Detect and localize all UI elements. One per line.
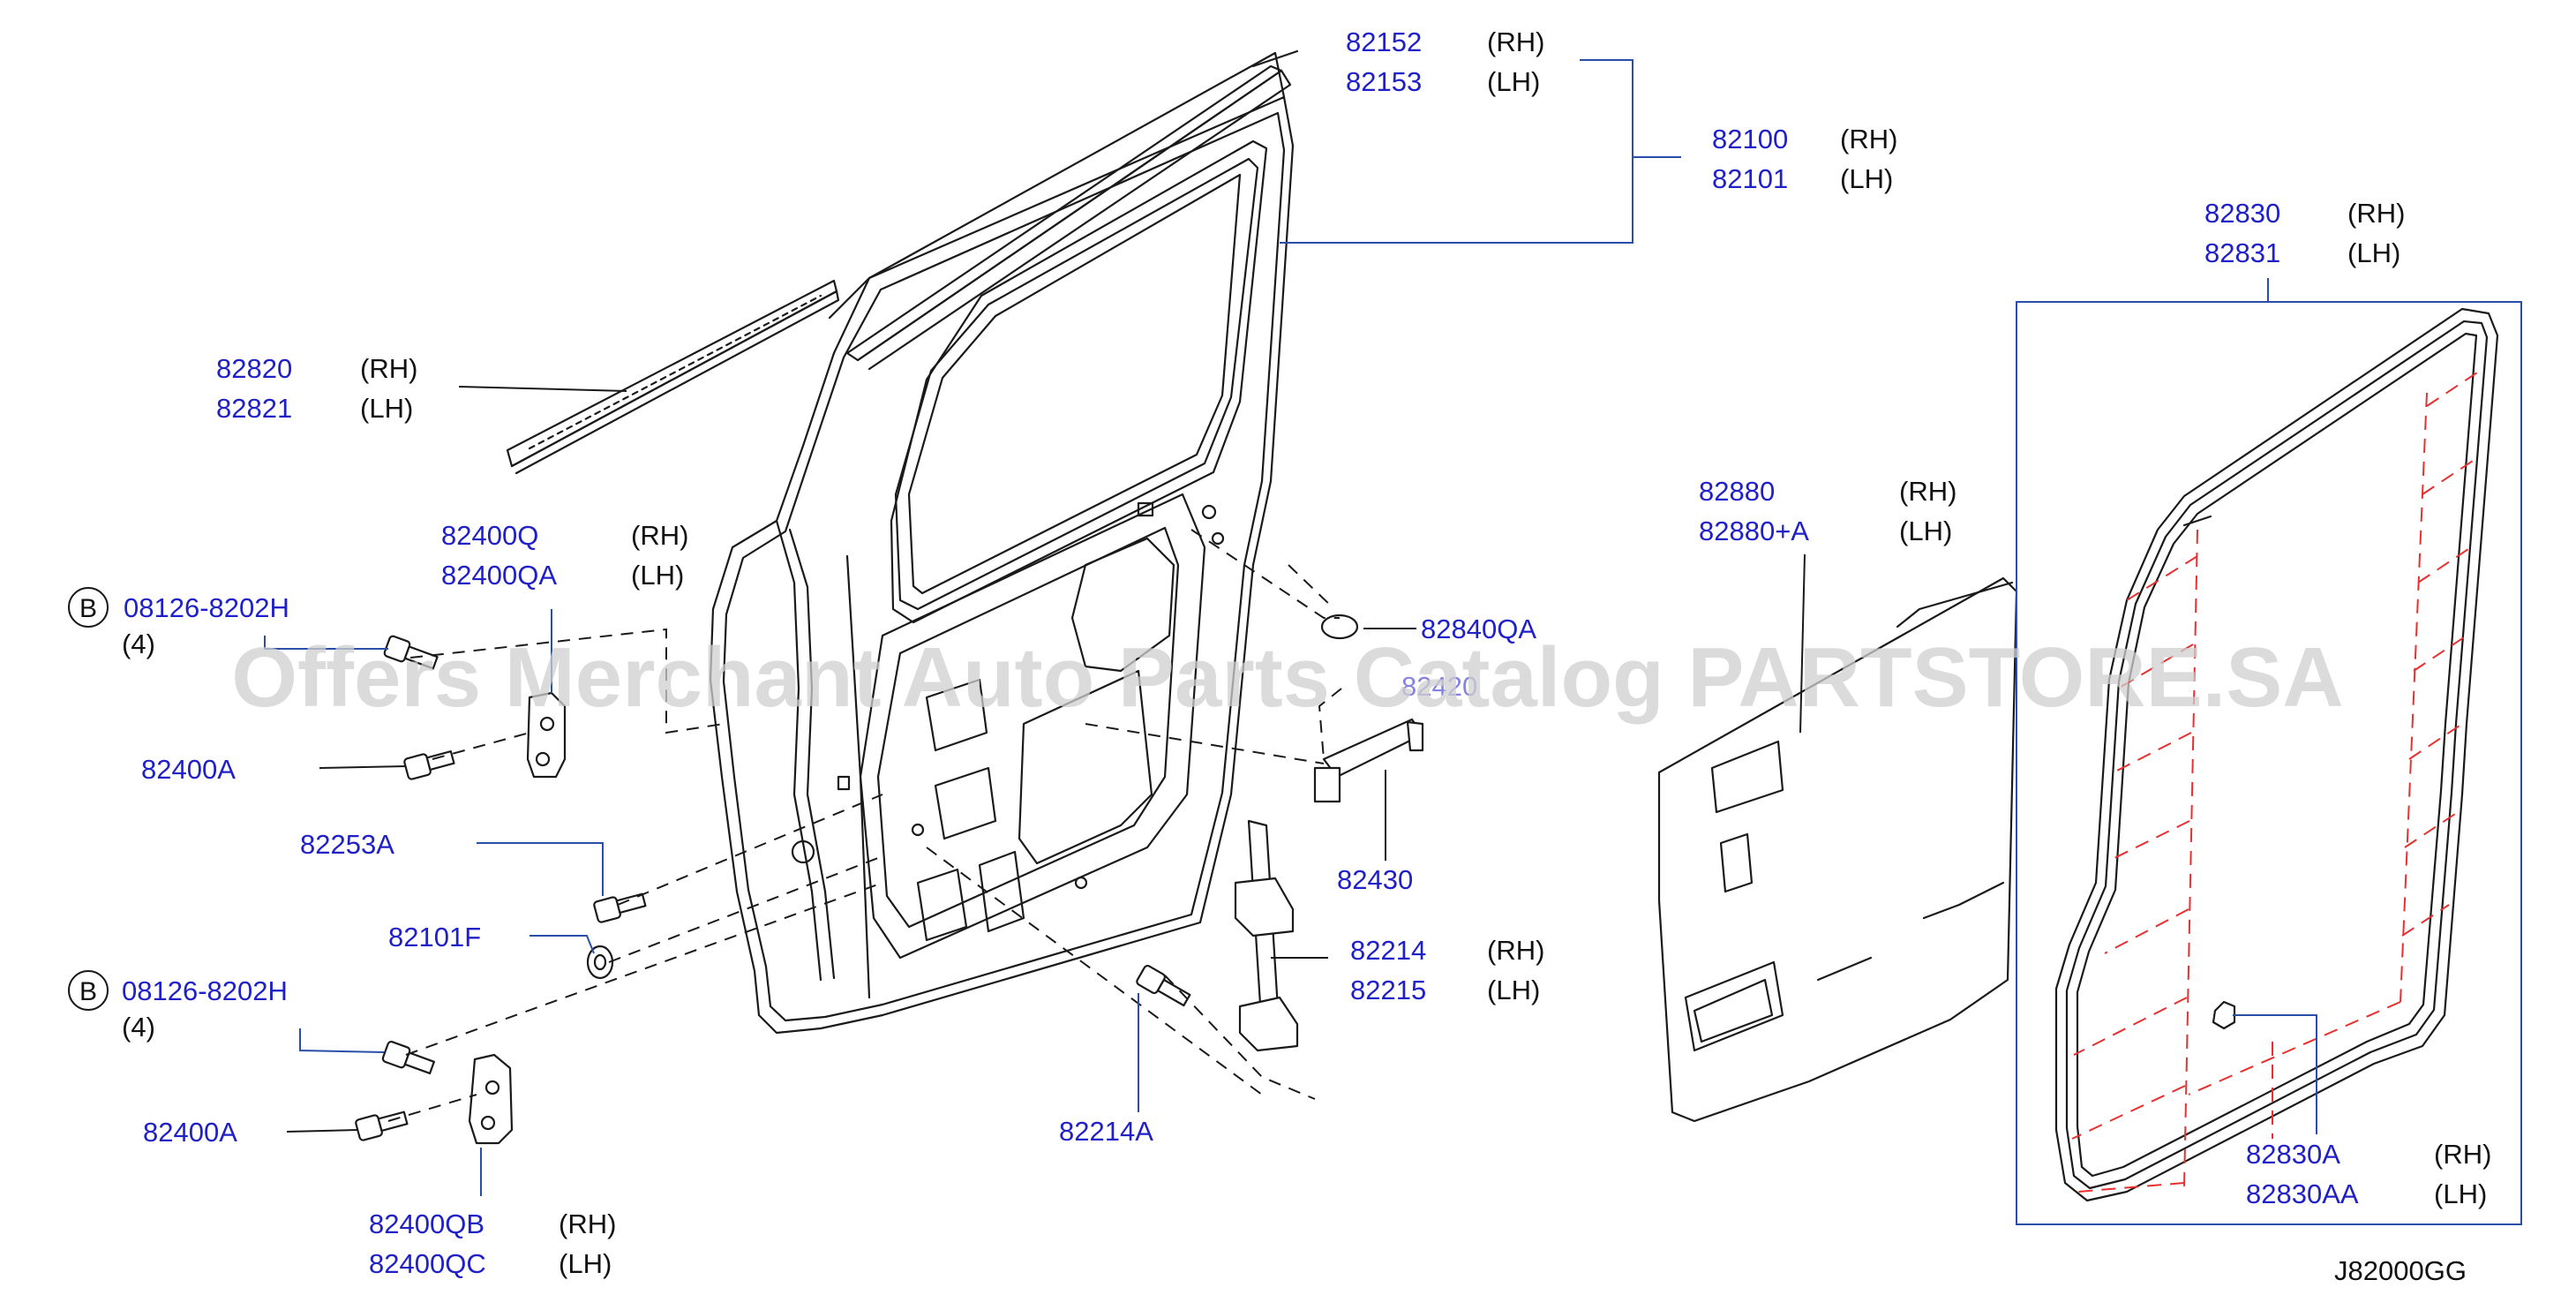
label-82100: 82100 [1712,124,1788,154]
side-82215: (LH) [1487,975,1540,1005]
label-82101F: 82101F [388,922,481,952]
label-82880: 82880 [1699,476,1775,507]
label-82400QC: 82400QC [369,1248,486,1279]
label-82840QA: 82840QA [1421,614,1536,644]
label-82153: 82153 [1346,66,1422,97]
side-82400QC: (LH) [559,1248,612,1279]
side-82400Q: (RH) [631,520,688,551]
upper-hinge-drawing [526,691,567,779]
side-82153: (LH) [1487,66,1540,97]
label-08126-lower: 08126-8202H [122,975,288,1006]
part-labels: 82152 (RH) 82153 (LH) 82100 (RH) 82101 (… [122,26,2491,1286]
label-82215: 82215 [1350,975,1426,1005]
label-82880A: 82880+A [1699,516,1809,546]
side-82830: (RH) [2347,198,2405,229]
svg-text:B: B [79,977,97,1006]
watermark-text: Offers Merchant Auto Parts Catalog PARTS… [231,630,2343,725]
label-08126-upper: 08126-8202H [124,592,289,623]
label-82214: 82214 [1350,935,1426,966]
label-82830A: 82830A [2246,1139,2340,1170]
side-82880A: (LH) [1899,516,1952,546]
lower-hinge-drawing [468,1053,514,1145]
bolt-drawings [355,635,1191,1141]
label-82430: 82430 [1337,864,1413,895]
side-82400QA: (LH) [631,560,684,591]
side-82831: (LH) [2347,237,2400,268]
side-82400QB: (RH) [559,1208,616,1239]
label-82400QB: 82400QB [369,1208,484,1239]
qty-08126-upper: (4) [122,629,155,659]
label-82820: 82820 [216,353,292,384]
label-82152: 82152 [1346,26,1422,57]
diagram-code: J82000GG [2334,1255,2467,1286]
label-82420-partial: 82420 [1401,671,1477,702]
label-82830: 82830 [2204,198,2280,229]
door-shell-drawing [709,49,1299,1035]
side-82152: (RH) [1487,26,1544,57]
side-82820: (RH) [360,353,417,384]
label-82400QA: 82400QA [441,560,557,591]
label-82253A: 82253A [300,829,394,860]
leader-lines [264,59,2317,1196]
side-82830A: (RH) [2434,1139,2491,1170]
moulding-82820-drawing [506,279,840,475]
trim-panel-drawing [1657,576,2018,1123]
side-82101: (LH) [1840,163,1893,194]
check-link-drawing [1313,718,1424,803]
side-82830AA: (LH) [2434,1178,2487,1209]
side-82214: (RH) [1487,935,1544,966]
badge-b-lower: B [68,970,109,1011]
badge-b-upper: B [68,587,109,628]
weatherstrip-drawing [2054,307,2499,1202]
side-82100: (RH) [1840,124,1897,154]
side-82821: (LH) [360,393,413,424]
label-82400A-upper: 82400A [141,754,236,785]
weatherstrip-box [2016,301,2522,1225]
label-82400A-lower: 82400A [143,1117,237,1148]
side-82880: (RH) [1899,476,1956,507]
label-82101: 82101 [1712,163,1788,194]
label-82830AA: 82830AA [2246,1178,2359,1209]
label-82821: 82821 [216,393,292,424]
svg-text:B: B [79,594,97,623]
door-stopper-drawing [1234,819,1299,1052]
label-82831: 82831 [2204,237,2280,268]
label-82214A: 82214A [1059,1116,1153,1147]
dashed-leader-lines [387,529,1342,1122]
label-82400Q: 82400Q [441,520,538,551]
qty-08126-lower: (4) [122,1012,155,1043]
plug-drawing [1320,614,1359,640]
